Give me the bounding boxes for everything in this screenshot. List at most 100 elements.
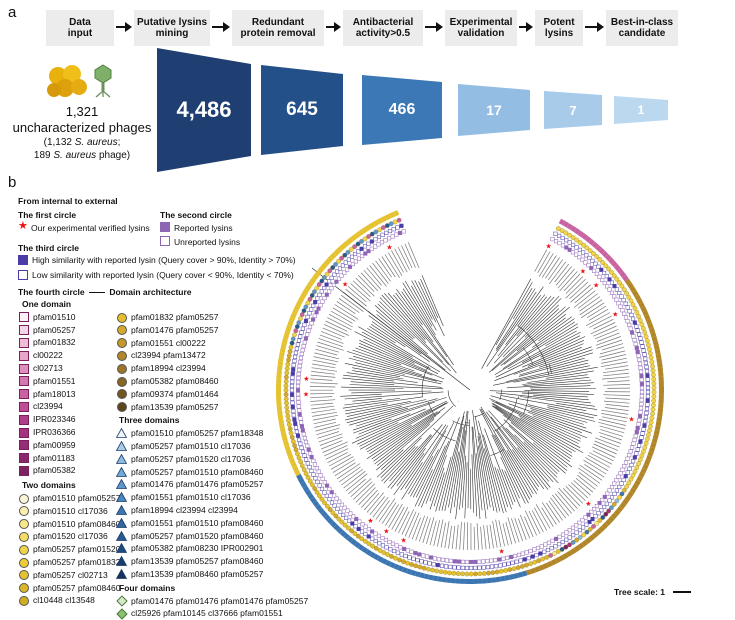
- one-domain-item: pfam01551: [33, 376, 76, 386]
- domain-circle-marker: [117, 364, 127, 374]
- three-domains-item: pfam05257 pfam01520 pfam08460: [131, 531, 263, 541]
- domain-triangle-marker: [116, 441, 127, 451]
- domain-square-marker: [19, 389, 29, 399]
- svg-text:★: ★: [303, 391, 309, 399]
- step-label-line1: Putative lysins: [137, 17, 207, 28]
- domain-square-marker: [19, 453, 29, 463]
- domain-square-marker: [19, 312, 29, 322]
- arrow-right-icon: [425, 20, 443, 34]
- two-domains-item: pfam13539 pfam05257: [131, 402, 218, 412]
- step-label-line1: Potent: [543, 17, 574, 28]
- two-domains-item: pfam05257 pfam01520: [33, 544, 120, 554]
- step-label-line2: candidate: [611, 28, 673, 39]
- panel-a-label: a: [8, 4, 16, 21]
- low-similarity-label: Low similarity with reported lysin (Quer…: [32, 270, 294, 280]
- svg-text:★: ★: [593, 282, 599, 290]
- bacteria-cluster-icon: [46, 62, 90, 102]
- arrow-right-icon: [585, 20, 604, 34]
- svg-text:★: ★: [585, 500, 591, 508]
- phage-detail-1-pre: (1,132: [44, 137, 75, 148]
- phage-detail-2-pre: 189: [34, 150, 53, 161]
- domain-triangle-marker: [116, 428, 127, 438]
- two-domains-item: pfam01510 pfam05257: [33, 493, 120, 503]
- domain-triangle-marker: [116, 492, 127, 502]
- three-domains-item: pfam05257 pfam01520 cl17036: [131, 454, 251, 464]
- domain-circle-marker: [117, 389, 127, 399]
- funnel-value: 645: [261, 65, 343, 155]
- domain-circle-marker: [117, 402, 127, 412]
- order-title: From internal to external: [18, 196, 118, 206]
- funnel-value: 17: [458, 84, 530, 136]
- svg-text:★: ★: [612, 310, 618, 318]
- domain-circle-marker: [19, 558, 29, 568]
- phage-detail-1: (1,132 S. aureus;: [10, 137, 154, 148]
- domain-triangle-marker: [116, 543, 127, 553]
- phage-detail-2: 189 S. aureus phage): [10, 150, 154, 161]
- arrow-right-icon: [326, 20, 341, 34]
- domain-triangle-marker: [116, 531, 127, 541]
- domain-square-marker: [19, 338, 29, 348]
- arrow-right-icon: [212, 20, 230, 34]
- step-label-line2: mining: [137, 28, 207, 39]
- domain-triangle-marker: [116, 454, 127, 464]
- two-domains-item: pfam05257 cl02713: [33, 570, 108, 580]
- two-domains-item: pfam05382 pfam08460: [131, 376, 218, 386]
- first-circle-title: The first circle: [18, 210, 76, 220]
- one-domain-item: pfam05382: [33, 465, 76, 475]
- domain-diamond-marker: [116, 608, 127, 619]
- four-domains-title: Four domains: [119, 583, 175, 593]
- arrow-right-icon: [519, 20, 533, 34]
- three-domains-item: pfam13539 pfam05257 pfam08460: [131, 556, 263, 566]
- domain-square-marker: [19, 428, 29, 438]
- step-label-line1: Data: [68, 17, 92, 28]
- domain-circle-marker: [19, 583, 29, 593]
- two-domains-item: pfam09374 pfam01464: [131, 389, 218, 399]
- three-domains-item: pfam13539 pfam08460 pfam05257: [131, 569, 263, 579]
- two-domains-item: pfam01551 cl00222: [131, 338, 206, 348]
- two-domains-item: pfam01510 cl17036: [33, 506, 108, 516]
- step-label-line2: input: [68, 28, 92, 39]
- domain-square-marker: [19, 351, 29, 361]
- domain-square-marker: [19, 376, 29, 386]
- third-circle-title: The third circle: [18, 243, 79, 253]
- two-domains-item: pfam01832 pfam05257: [131, 312, 218, 322]
- domain-triangle-marker: [116, 467, 127, 477]
- two-domains-item: pfam01520 cl17036: [33, 531, 108, 541]
- domain-square-marker: [19, 440, 29, 450]
- domain-triangle-marker: [116, 518, 127, 528]
- first-circle-item: Our experimental verified lysins: [31, 223, 150, 233]
- domain-circle-marker: [19, 570, 29, 580]
- svg-text:★: ★: [546, 243, 552, 251]
- domain-diamond-marker: [116, 595, 127, 606]
- svg-text:★: ★: [386, 244, 392, 252]
- reported-swatch: [160, 222, 170, 232]
- three-domains-item: pfam01551 pfam01510 cl17036: [131, 492, 251, 502]
- tree-scale-bar: [673, 591, 691, 593]
- low-similarity-swatch: [18, 270, 28, 280]
- svg-text:★: ★: [628, 415, 634, 423]
- step-label-line2: activity>0.5: [353, 28, 414, 39]
- one-domain-item: cl02713: [33, 363, 63, 373]
- funnel-value: 1: [614, 96, 668, 124]
- svg-text:★: ★: [383, 528, 389, 536]
- svg-text:★: ★: [400, 536, 406, 544]
- two-domains-item: pfam05257 pfam01832: [33, 557, 120, 567]
- step-label-line1: Best-in-class: [611, 17, 673, 28]
- svg-text:★: ★: [580, 268, 586, 276]
- funnel-value: 466: [362, 75, 442, 145]
- high-similarity-label: High similarity with reported lysin (Que…: [32, 255, 296, 265]
- phylogenetic-tree: ★★★★★★★★★★★★★★: [260, 170, 680, 600]
- domain-triangle-marker: [116, 479, 127, 489]
- funnel-value: 4,486: [157, 48, 251, 172]
